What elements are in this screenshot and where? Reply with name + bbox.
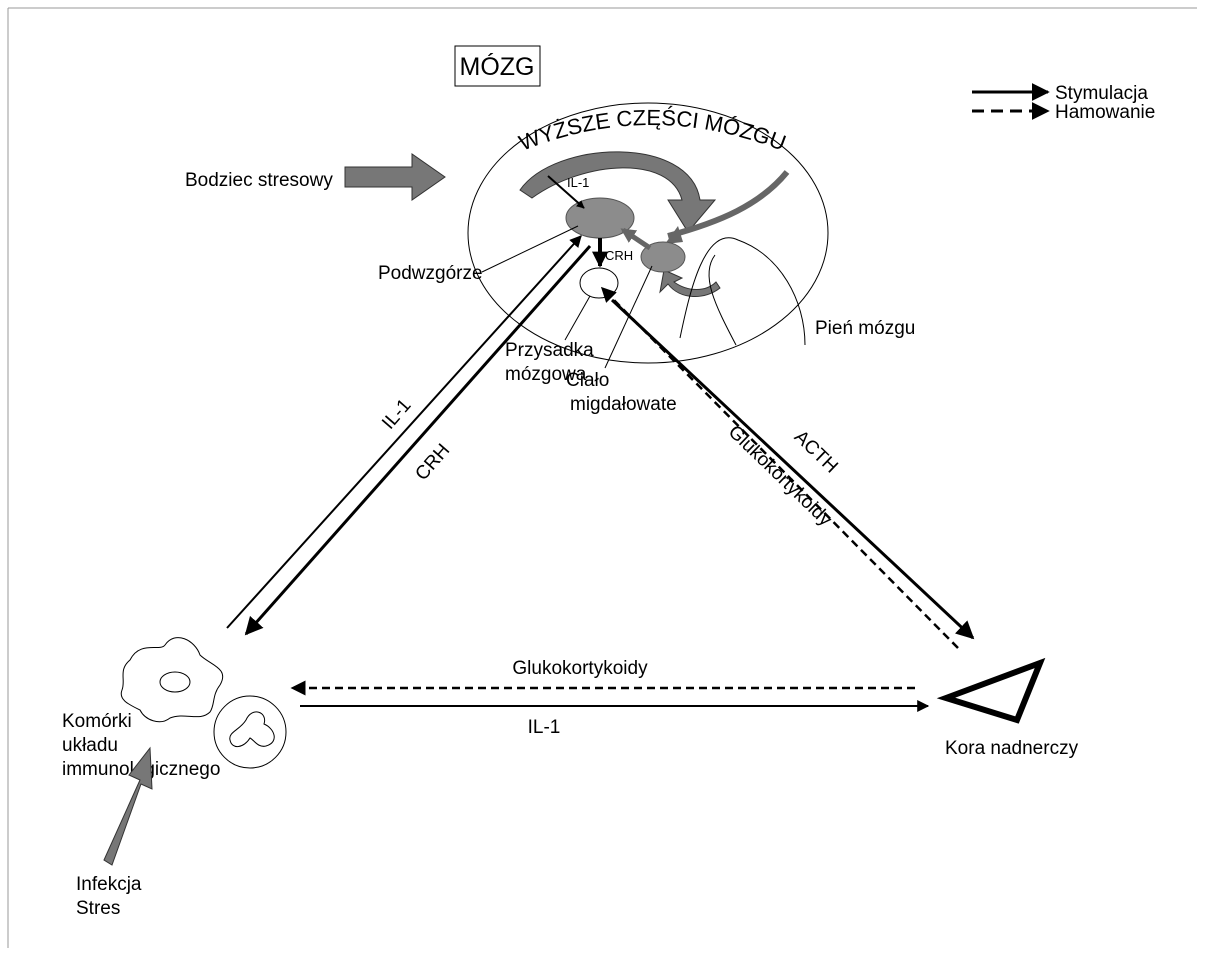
- immune-cell-nucleus: [159, 671, 191, 693]
- pituitary-label-line2: mózgowa: [505, 364, 587, 385]
- crh-down-arrow: [244, 245, 592, 636]
- infection-label: Infekcja: [76, 874, 142, 895]
- page-title: MÓZG: [460, 52, 535, 81]
- right-glucocorticoids-label: Glukokortykoidy: [724, 422, 836, 531]
- brainstem-label: Pień mózgu: [815, 318, 915, 339]
- amygdala-label-line1: Ciało: [566, 370, 609, 391]
- brainstem-input-arrowhead: [665, 226, 683, 244]
- stress-label: Stres: [76, 898, 120, 919]
- glucocorticoids-up-dashed-arrow: [600, 286, 959, 649]
- legend-inhibition-label: Hamowanie: [1055, 102, 1155, 123]
- hypothalamus-leader: [481, 225, 579, 273]
- brain-swirl-arrow: [519, 151, 717, 233]
- adrenal-cortex-label: Kora nadnerczy: [945, 738, 1079, 759]
- il1-up-arrow: [226, 235, 582, 629]
- bottom-il1-label: IL-1: [528, 717, 561, 738]
- brainstem-input-arrow: [667, 170, 790, 239]
- crh-small-label: CRH: [605, 248, 633, 263]
- immune-cell-round-nucleus: [229, 711, 275, 747]
- brainstem-outline: [679, 237, 806, 346]
- hypothalamus-label: Podwzgórze: [378, 263, 483, 284]
- immune-label-line1: Komórki: [62, 711, 132, 732]
- title-box: [454, 45, 541, 87]
- infection-stress-arrow: [103, 746, 153, 866]
- amygdala-label-line2: migdałowate: [570, 394, 677, 415]
- left-crh-label: CRH: [411, 440, 454, 485]
- immune-label-line2: układu: [62, 735, 118, 756]
- bottom-glucocorticoids-label: Glukokortykoidy: [512, 658, 648, 679]
- il1-small-label: IL-1: [567, 175, 589, 190]
- acth-down-arrow: [610, 298, 975, 640]
- brainstem-inner-line: [708, 254, 737, 346]
- pituitary-shape: [579, 267, 619, 299]
- pituitary-leader: [564, 295, 591, 341]
- legend-stimulation-label: Stymulacja: [1055, 83, 1148, 104]
- stress-stimulus-arrow: [344, 153, 446, 201]
- left-il1-label: IL-1: [378, 395, 415, 433]
- amygdala-shape: [640, 241, 686, 273]
- il1-brain-arrow: [547, 175, 585, 209]
- stress-stimulus-label: Bodziec stresowy: [185, 170, 333, 191]
- pituitary-label-line1: Przysadka: [505, 340, 594, 361]
- amygdala-to-hypothalamus-arrow: [620, 227, 652, 251]
- acth-label: ACTH: [790, 427, 842, 478]
- adrenal-cortex-shape: [936, 657, 1046, 724]
